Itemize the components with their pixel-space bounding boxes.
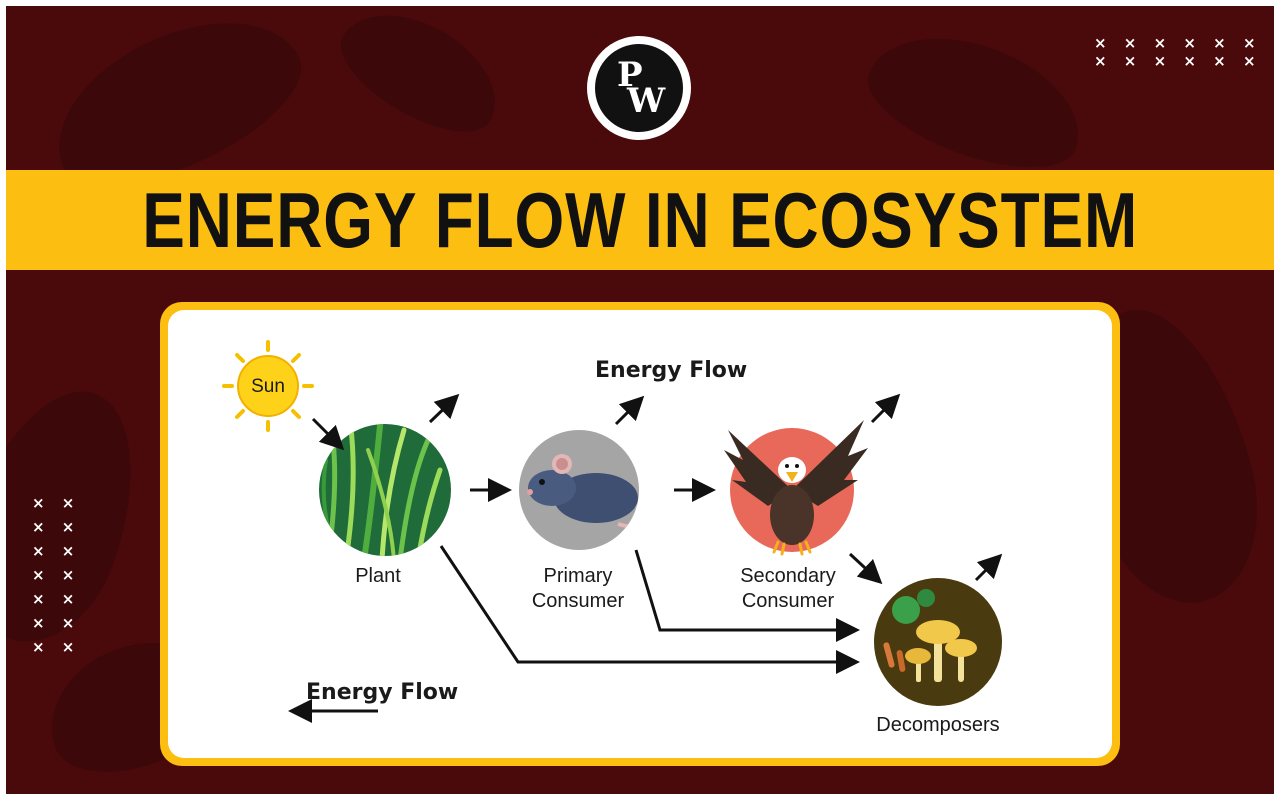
energy-loss-arrow-primary [614, 395, 645, 426]
cross-decor-left: × × [32, 614, 81, 632]
sun-label: Sun [251, 376, 285, 397]
pw-logo-mark: P W [595, 44, 683, 132]
secondary-consumer-label-line2: Consumer [741, 590, 835, 612]
eagle-icon [724, 420, 868, 556]
energy-flow-label-bottom: Energy Flow [306, 680, 459, 705]
pw-logo-letter-p: P [617, 55, 643, 95]
primary-consumer-label-line1: Primary [543, 565, 613, 587]
pw-logo: P W [587, 36, 691, 140]
cross-decor-left: × × [32, 494, 81, 512]
decomposers-label: Decomposers [876, 714, 1000, 736]
energy-loss-arrow-decomposers [974, 553, 1003, 582]
decomposers-icon [874, 578, 1002, 706]
cross-decor-left: × × [32, 542, 81, 560]
secondary-consumer-label: Secondary Consumer [718, 564, 858, 614]
cross-decor-left: × × [32, 566, 81, 584]
energy-flow-diagram [222, 340, 1003, 723]
cross-decor-left: × × [32, 638, 81, 656]
mouse-icon [519, 430, 639, 550]
sun-icon [222, 340, 314, 432]
secondary-consumer-label-line1: Secondary [740, 565, 836, 587]
title-banner: ENERGY FLOW IN ECOSYSTEM [6, 170, 1274, 270]
plant-label: Plant [355, 565, 401, 587]
cross-decor-top: × × × × × × × [1094, 52, 1280, 70]
cross-decor-left: × × [32, 590, 81, 608]
cross-decor-top: × × × × × × × [1094, 34, 1280, 52]
energy-flow-label-top: Energy Flow [595, 358, 748, 383]
page-title: ENERGY FLOW IN ECOSYSTEM [142, 175, 1138, 264]
pw-logo-letter-w: W [627, 81, 666, 121]
arrow-sun-to-plant [311, 417, 345, 451]
primary-consumer-label-line2: Consumer [531, 590, 625, 612]
plant-icon [319, 424, 451, 556]
diagram-panel: Sun Energy Flow Energy Flow Plant Primar… [160, 302, 1120, 766]
arrow-secondary-to-decomposers [848, 552, 883, 585]
arrow-plant-to-decomposers [439, 545, 860, 674]
energy-loss-arrow-secondary [870, 393, 901, 424]
arrow-primary-to-decomposers [634, 549, 860, 642]
energy-loss-arrow-plant [428, 393, 460, 424]
cross-decor-left: × × [32, 518, 81, 536]
bg-leaf-decor [853, 11, 1099, 191]
bg-leaf-decor [6, 368, 166, 664]
primary-consumer-label: Primary Consumer [508, 564, 648, 614]
bg-leaf-decor [324, 6, 518, 153]
diagram-panel-inner: Sun Energy Flow Energy Flow Plant Primar… [168, 310, 1112, 758]
